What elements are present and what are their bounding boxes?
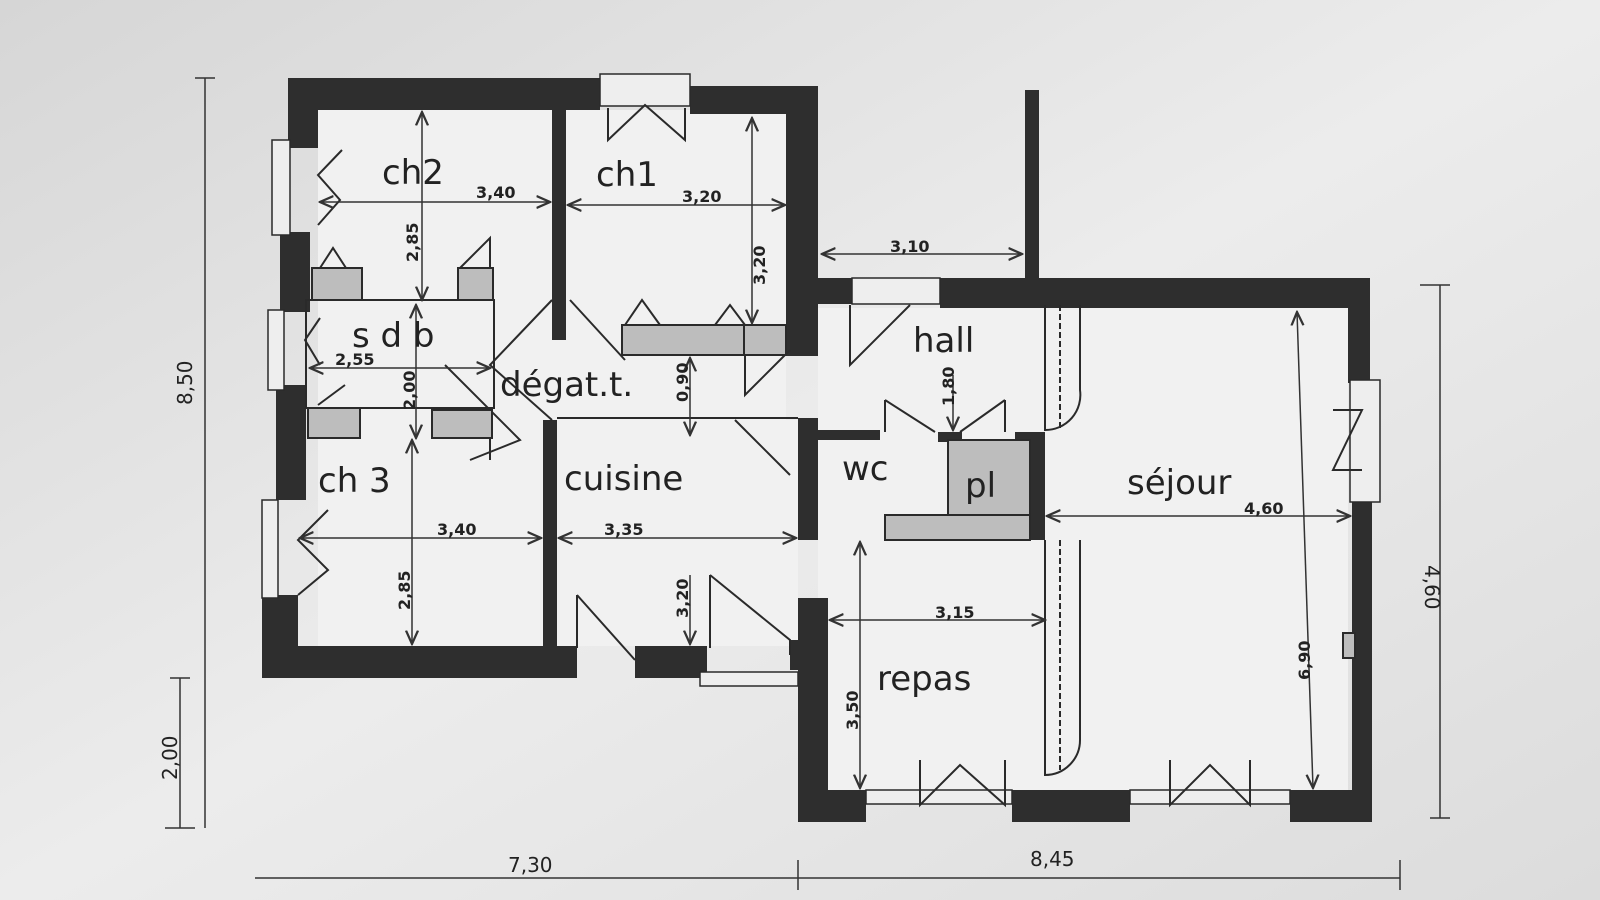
dim-ch1-width: 3,20 xyxy=(682,187,721,206)
room-label-pl: pl xyxy=(965,466,996,506)
room-label-ch1: ch1 xyxy=(596,155,658,195)
dim-ch3-width: 3,40 xyxy=(437,520,476,539)
dim-sdb-depth: 2,00 xyxy=(400,371,419,410)
door-swings xyxy=(296,103,1364,808)
dim-hall-depth: 1,80 xyxy=(939,367,958,406)
dim-overall-bottom-right: 8,45 xyxy=(1030,847,1075,871)
dim-overall-left: 8,50 xyxy=(173,360,197,405)
dim-ch2-depth: 2,85 xyxy=(403,223,422,262)
dim-repas-width: 3,15 xyxy=(935,603,974,622)
walls xyxy=(262,78,1372,822)
dim-sejour-width: 4,60 xyxy=(1244,499,1283,518)
dimension-labels: 8,50 2,00 7,30 8,45 4,60 3,40 2,85 3,20 … xyxy=(158,183,1444,877)
dim-overall-left-lower: 2,00 xyxy=(158,735,182,780)
room-label-sejour: séjour xyxy=(1127,463,1231,503)
room-label-sdb: s d b xyxy=(352,316,435,356)
room-label-wc: wc xyxy=(842,449,889,489)
dim-sdb-width: 2,55 xyxy=(335,350,374,369)
dim-ch3-depth: 2,85 xyxy=(395,571,414,610)
dim-cuisine-depth: 3,20 xyxy=(673,579,692,618)
room-label-cuisine: cuisine xyxy=(564,459,683,499)
windows xyxy=(261,73,1381,805)
room-label-ch2: ch2 xyxy=(382,153,444,193)
overall-dimension-lines xyxy=(165,77,1450,890)
dim-terrace-width: 3,10 xyxy=(890,237,929,256)
dim-overall-bottom-left: 7,30 xyxy=(508,853,553,877)
room-label-hall: hall xyxy=(913,321,974,361)
dim-overall-right: 4,60 xyxy=(1420,565,1444,610)
interior-dimension-lines xyxy=(300,112,1350,788)
room-label-degat: dégat.t. xyxy=(500,365,633,405)
room-label-ch3: ch 3 xyxy=(318,461,391,501)
room-labels: ch2 ch1 s d b dégat.t. hall wc pl ch 3 c… xyxy=(318,153,1231,699)
dim-degat-width: 0,90 xyxy=(673,363,692,402)
dim-ch2-width: 3,40 xyxy=(476,183,515,202)
dim-ch1-depth: 3,20 xyxy=(750,246,769,285)
dim-cuisine-width: 3,35 xyxy=(604,520,643,539)
room-label-repas: repas xyxy=(877,659,971,699)
dim-repas-depth: 3,50 xyxy=(843,691,862,730)
fixtures xyxy=(305,267,1356,659)
dim-sejour-depth: 6,90 xyxy=(1295,641,1314,680)
